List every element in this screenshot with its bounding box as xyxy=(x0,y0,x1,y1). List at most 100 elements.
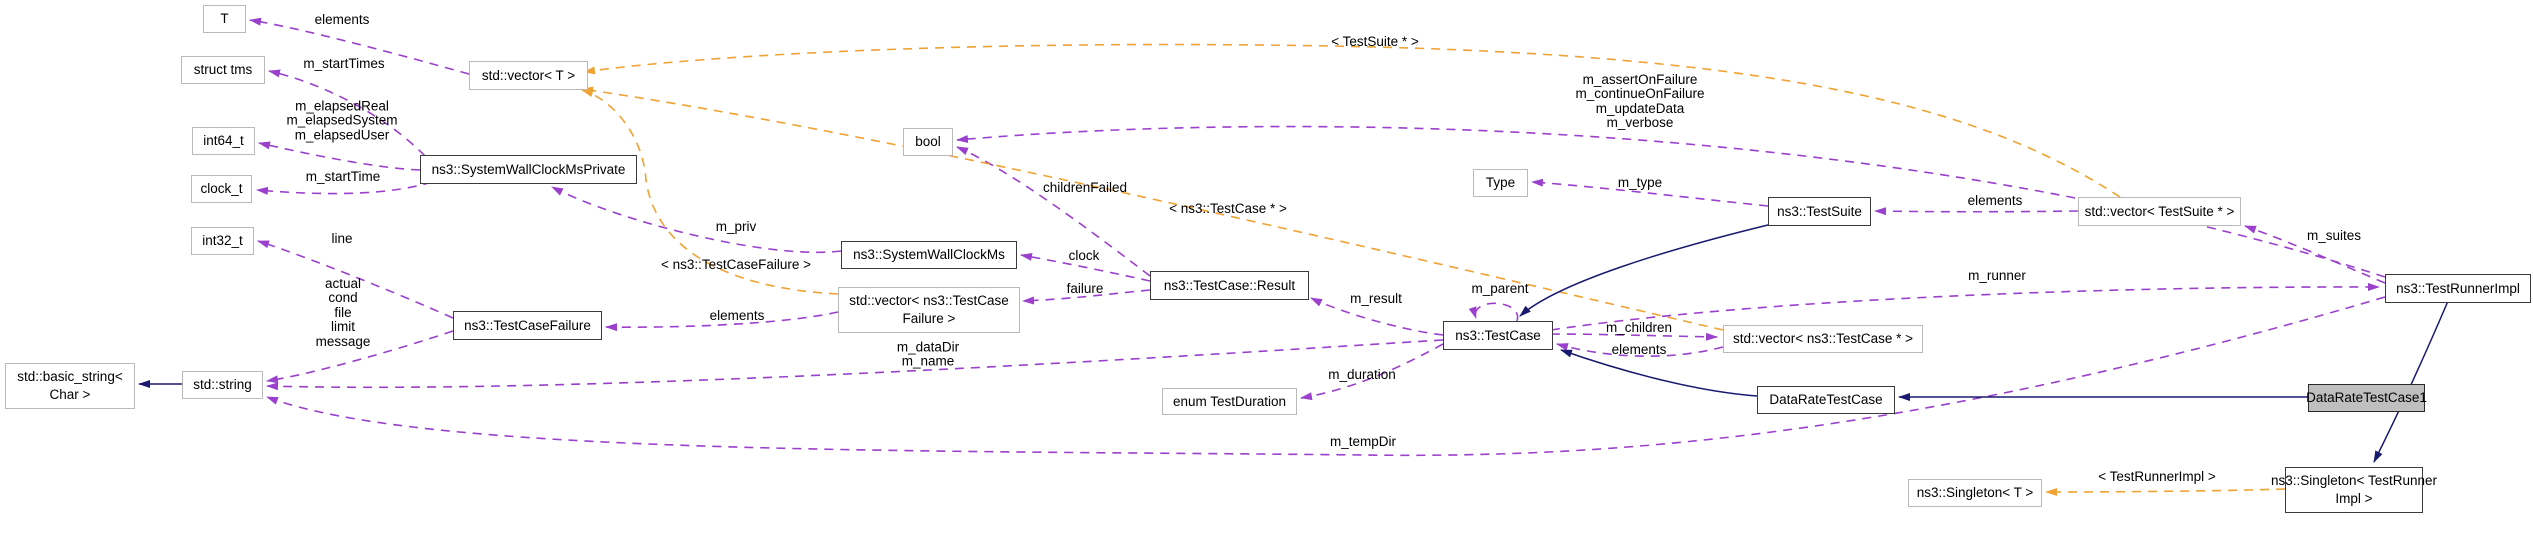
node-std-string[interactable]: std::string xyxy=(182,371,263,399)
edge-singleton-testrunnerimpl-to-singleton-t xyxy=(2045,487,2286,496)
node-struct-tms[interactable]: struct tms xyxy=(181,56,265,84)
node-vector-testcasefailure-label: std::vector< ns3::TestCase xyxy=(849,293,1009,309)
node-int64-t[interactable]: int64_t xyxy=(192,127,255,155)
edge-label-text: m_verbose xyxy=(1606,115,1674,131)
node-testcase[interactable]: ns3::TestCase xyxy=(1443,321,1553,350)
node-t-label: T xyxy=(220,11,229,27)
node-vector-testsuite-ptr[interactable]: std::vector< TestSuite * > xyxy=(2078,197,2241,226)
edge-label-18: m_result xyxy=(1350,291,1402,306)
node-testcasefailure-label: ns3::TestCaseFailure xyxy=(464,317,591,333)
edge-label-text: m_updateData xyxy=(1595,101,1685,116)
node-testcase-result[interactable]: ns3::TestCase::Result xyxy=(1150,271,1309,300)
edge-label-21: m_duration xyxy=(1328,366,1396,382)
edge-label-text: elements xyxy=(314,11,370,27)
edge-systemwallclockms-private-to-struct-tms xyxy=(268,69,426,157)
edge-label-text: elements xyxy=(1611,341,1667,357)
edge-testrunnerimpl-to-vector-testsuite-ptr xyxy=(2244,225,2386,284)
edge-testcasefailure-to-std-string xyxy=(266,330,454,384)
node-vector-testcasefailure-label: Failure > xyxy=(902,311,956,326)
node-vector-t-label: std::vector< T > xyxy=(481,67,576,83)
edge-testcasefailure-to-int32-t xyxy=(257,240,454,319)
edge-label-1: m_startTimes xyxy=(303,55,385,71)
node-int32-t-label: int32_t xyxy=(202,233,243,249)
edge-label-text: m_type xyxy=(1617,174,1663,190)
edge-testcase-to-testrunnerimpl xyxy=(1550,282,2380,331)
edge-testsuite-to-testcase xyxy=(1519,223,1773,317)
node-enum-testduration[interactable]: enum TestDuration xyxy=(1162,388,1297,415)
edge-systemwallclockms-private-to-clock-t xyxy=(256,181,433,195)
edge-label-text: file xyxy=(334,304,352,320)
node-struct-tms-label: struct tms xyxy=(193,62,253,78)
node-int32-t[interactable]: int32_t xyxy=(191,227,254,255)
edge-label-text: m_startTimes xyxy=(303,55,385,71)
edge-label-19: m_children xyxy=(1606,320,1672,335)
edge-label-11: failure xyxy=(1066,280,1104,296)
edge-dataratetestcase-to-testcase xyxy=(1560,349,1758,397)
edge-label-text: elements xyxy=(709,307,765,323)
node-t[interactable]: T xyxy=(203,5,246,33)
node-std-string-label: std::string xyxy=(193,377,252,393)
node-clock-t-label: clock_t xyxy=(200,181,243,197)
edge-label-text: clock xyxy=(1068,247,1100,263)
edge-label-7: < ns3::TestCaseFailure > xyxy=(661,257,811,272)
edge-testrunnerimpl-to-singleton-testrunnerimpl xyxy=(2373,300,2449,463)
edge-testcase-result-to-vector-testcasefailure xyxy=(1022,289,1151,305)
node-dataratetestcase[interactable]: DataRateTestCase xyxy=(1757,386,1895,414)
node-systemwallclockms-private[interactable]: ns3::SystemWallClockMsPrivate xyxy=(420,155,637,184)
edge-label-23: elements xyxy=(1968,193,2023,208)
edge-label-22: m_tempDir xyxy=(1330,434,1396,449)
node-dataratetestcase-label: DataRateTestCase xyxy=(1769,392,1883,408)
node-clock-t[interactable]: clock_t xyxy=(191,175,252,203)
edge-testrunnerimpl-to-std-string xyxy=(266,296,2386,457)
edge-label-text: m_elapsedReal xyxy=(295,98,389,114)
edge-testcase-to-enum-testduration xyxy=(1300,343,1444,401)
edge-testcase-result-to-bool xyxy=(956,146,1151,277)
node-testsuite-label: ns3::TestSuite xyxy=(1777,203,1862,219)
node-vector-testcase-ptr-label: std::vector< ns3::TestCase * > xyxy=(1732,331,1914,347)
node-dataratetestcase1[interactable]: DataRateTestCase1 xyxy=(2306,384,2427,412)
edge-label-text: childrenFailed xyxy=(1042,179,1128,195)
node-testsuite[interactable]: ns3::TestSuite xyxy=(1768,197,1871,226)
node-singleton-testrunnerimpl-label: ns3::Singleton< TestRunner xyxy=(2271,473,2437,489)
edge-systemwallclockms-to-systemwallclockms-private xyxy=(551,186,842,254)
edge-testsuite-to-type xyxy=(1531,178,1769,207)
edge-label-text: m_startTime xyxy=(305,168,381,184)
edge-testcase-to-std-string xyxy=(266,339,1444,391)
edge-label-text: actual xyxy=(324,275,362,291)
node-bool[interactable]: bool xyxy=(903,128,953,156)
node-basic-string[interactable]: std::basic_string<Char > xyxy=(5,363,135,409)
node-type[interactable]: Type xyxy=(1473,169,1528,197)
edge-label-text: m_name xyxy=(901,354,955,369)
edge-vector-testcase-ptr-to-vector-t xyxy=(581,86,1724,331)
node-testrunnerimpl-label: ns3::TestRunnerImpl xyxy=(2396,280,2520,296)
node-singleton-t[interactable]: ns3::Singleton< T > xyxy=(1908,479,2042,507)
edge-label-10: clock xyxy=(1068,247,1100,263)
edge-label-0: elements xyxy=(314,11,370,27)
edge-label-text: < TestRunnerImpl > xyxy=(2098,468,2216,484)
node-testrunnerimpl[interactable]: ns3::TestRunnerImpl xyxy=(2385,274,2531,303)
node-vector-testsuite-ptr-label: std::vector< TestSuite * > xyxy=(2084,203,2235,219)
edge-label-text: < ns3::TestCase * > xyxy=(1169,200,1287,216)
edge-label-text: m_duration xyxy=(1328,366,1396,382)
node-vector-t[interactable]: std::vector< T > xyxy=(469,61,588,90)
edge-testcase-result-to-systemwallclockms xyxy=(1020,253,1151,282)
edge-label-text: m_dataDir xyxy=(896,339,960,355)
edge-label-16: m_type xyxy=(1617,174,1663,190)
edge-label-text: failure xyxy=(1066,280,1104,296)
edge-label-text: line xyxy=(331,230,353,246)
edge-label-8: elements xyxy=(709,307,765,323)
node-testcasefailure[interactable]: ns3::TestCaseFailure xyxy=(453,311,602,340)
edge-label-text: m_parent xyxy=(1471,280,1529,296)
edge-label-24: m_suites xyxy=(2307,228,2361,243)
node-systemwallclockms[interactable]: ns3::SystemWallClockMs xyxy=(841,241,1017,269)
edge-vector-testsuite-ptr-to-testsuite xyxy=(1874,207,2079,216)
node-vector-testcase-ptr[interactable]: std::vector< ns3::TestCase * > xyxy=(1723,325,1923,353)
